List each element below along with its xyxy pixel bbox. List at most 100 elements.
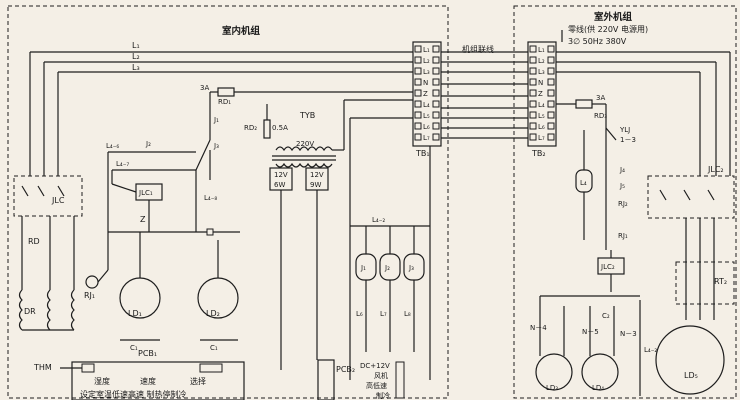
tb1-terminal: N bbox=[414, 78, 440, 87]
thermal-rj1: RJ₁ bbox=[84, 269, 109, 300]
tb1-terminal-label: L₃ bbox=[423, 68, 430, 76]
indoor-enclosure bbox=[7, 5, 449, 399]
out1-v: 12V bbox=[274, 171, 288, 179]
relay-j1: J₁ bbox=[360, 264, 366, 272]
relay-j3: J₃ bbox=[408, 264, 414, 272]
tb1-terminal: L₃ bbox=[414, 67, 440, 76]
rt2-label: RT₂ bbox=[714, 277, 727, 286]
tb2-terminal-label: L₂ bbox=[538, 57, 545, 65]
outdoor-switches: J₄ J₅ RJ₂ RJ₁ bbox=[618, 166, 628, 240]
rd2-rating: 0.5A bbox=[272, 124, 288, 132]
tb1-terminal: L₇ bbox=[414, 133, 440, 142]
label-l2: L₂ bbox=[132, 52, 140, 61]
motor-ld4: LD₄ N－5 C₂ bbox=[581, 312, 619, 392]
outdoor-bus bbox=[539, 30, 640, 356]
tb2-terminal: L₃ bbox=[529, 67, 555, 76]
motor-ld1: LD₁ C₁ bbox=[119, 232, 161, 352]
tb2-terminal-label: L₄ bbox=[538, 101, 545, 109]
l4-label: L₄ bbox=[580, 179, 587, 187]
coil-l4: L₄ bbox=[575, 130, 593, 240]
tb2-terminal: L₄ bbox=[529, 100, 555, 109]
tb2-terminal-label: Z bbox=[538, 90, 543, 98]
ld2-label: LD₂ bbox=[206, 309, 220, 318]
pressure-switch-ylj: YLJ 1－3 bbox=[605, 126, 636, 144]
tb1-terminal-label: L₆ bbox=[423, 123, 430, 131]
heater-branch: RD DR bbox=[18, 216, 75, 331]
tb1-terminal-label: N bbox=[423, 79, 428, 87]
thermal-rt2: RT₂ bbox=[675, 218, 735, 320]
label-l6: L₆ bbox=[356, 310, 363, 318]
tb2-terminal: N bbox=[529, 78, 555, 87]
link-wires bbox=[441, 51, 528, 139]
connection-label: 机组联线 bbox=[462, 44, 494, 54]
rj1-label: RJ₁ bbox=[84, 291, 95, 300]
j5-label: J₅ bbox=[619, 182, 625, 190]
c1-label-right: C₁ bbox=[210, 344, 218, 352]
outdoor-title: 室外机组 bbox=[594, 11, 633, 23]
tyb-label: TYB bbox=[299, 111, 315, 120]
fuse-rd1: 3A RD₁ bbox=[200, 84, 413, 140]
fuse3-name: RD₃ bbox=[594, 112, 607, 120]
pcb1-speed: 速度 bbox=[140, 376, 156, 386]
ylj-range: 1－3 bbox=[620, 136, 636, 144]
tb2-label: TB₂ bbox=[531, 149, 546, 158]
transformer-outputs: 12V 6W 12V 9W bbox=[269, 167, 329, 370]
label-l8: L₈ bbox=[404, 310, 411, 318]
fuse3-rating: 3A bbox=[596, 94, 605, 102]
indoor-title: 室内机组 bbox=[222, 25, 261, 37]
rj2-label: RJ₂ bbox=[618, 200, 628, 208]
tb1-terminal: L₂ bbox=[414, 56, 440, 65]
tb2-terminal: L₁ bbox=[529, 45, 555, 54]
tb1-down-wires bbox=[349, 117, 431, 380]
out2-w: 9W bbox=[310, 181, 321, 189]
label-l7: L₇ bbox=[380, 310, 387, 318]
ld3-label: LD₃ bbox=[546, 384, 558, 392]
ld5-label: LD₅ bbox=[684, 371, 698, 380]
thm-label: THM bbox=[33, 363, 52, 372]
outdoor-supply-note: 3∅ 50Hz 380V bbox=[568, 37, 627, 46]
tb1-terminal-label: L₄ bbox=[423, 101, 430, 109]
tb2-terminal-label: L₇ bbox=[538, 134, 545, 142]
outdoor-supply-lines bbox=[556, 51, 731, 176]
relay-jlc1: JLC₁ Z bbox=[135, 183, 163, 232]
out2-v: 12V bbox=[310, 171, 324, 179]
contactor-jlc2: JLC₂ bbox=[647, 165, 735, 219]
pcb2-fan: 风机 bbox=[374, 371, 388, 380]
label-l46: L₄₋₆ bbox=[106, 142, 119, 150]
ld1-label: LD₁ bbox=[128, 309, 142, 318]
jlc1-label: JLC₁ bbox=[138, 189, 153, 197]
rd-label: RD bbox=[28, 237, 40, 246]
jlc2-contactor-label: JLC₂ bbox=[707, 165, 724, 174]
tb2-terminal: Z bbox=[529, 89, 555, 98]
motor-ld3: LD₃ N－4 bbox=[530, 324, 573, 392]
pcb1-bottom: 设定室温低速高速 制热停制冷 bbox=[80, 389, 187, 399]
dr-label: DR bbox=[24, 307, 36, 316]
tb2-terminal-label: N bbox=[538, 79, 543, 87]
tb2-terminal: L₆ bbox=[529, 122, 555, 131]
rj1-out-label: RJ₁ bbox=[618, 232, 628, 240]
tb1-terminal-label: L₁ bbox=[423, 46, 430, 54]
label-l48: L₄₋₈ bbox=[204, 194, 217, 202]
pcb1-select: 选择 bbox=[190, 376, 206, 386]
outdoor-enclosure bbox=[513, 5, 737, 399]
tb2-terminal: L₂ bbox=[529, 56, 555, 65]
tb1-terminal-label: L₅ bbox=[423, 112, 430, 120]
z-node-label: Z bbox=[140, 215, 146, 224]
tb1-terminal: L₁ bbox=[414, 45, 440, 54]
fuse1-name: RD₁ bbox=[218, 98, 231, 106]
relay-block: L₄₋₂ J₁ J₂ J₃ L₆ L₇ L₈ bbox=[350, 216, 430, 352]
pcb2-dc: DC+12V bbox=[360, 362, 390, 370]
indoor-supply-lines: L₁ L₂ L₃ bbox=[29, 41, 413, 176]
label-j1: J₁ bbox=[213, 116, 219, 124]
j4-label: J₄ bbox=[619, 166, 625, 174]
pcb2: PCB₂ DC+12V 风机 高低速 制冷 bbox=[317, 359, 405, 400]
label-l42: L₄₋₂ bbox=[372, 216, 385, 224]
rd2-name: RD₂ bbox=[244, 124, 257, 132]
label-l47: L₄₋₇ bbox=[116, 160, 129, 168]
transformer-tyb: TYB 220V bbox=[272, 99, 413, 168]
relay-j2: J₂ bbox=[384, 264, 390, 272]
n4-label: N－4 bbox=[530, 324, 547, 332]
label-j2: J₂ bbox=[145, 140, 151, 148]
